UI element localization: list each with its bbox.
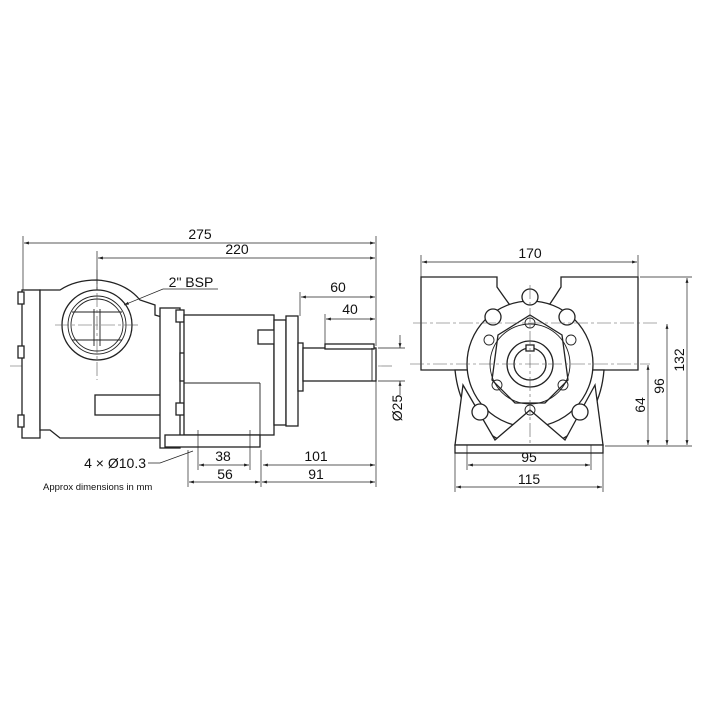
dim-label-40: 40 (342, 301, 358, 317)
bolt-head (175, 402, 185, 416)
front-cover (273, 319, 287, 426)
foot-base (454, 444, 604, 454)
dim-label-64: 64 (632, 397, 648, 413)
nut (471, 403, 489, 421)
holes-leader (148, 450, 194, 464)
end-view (410, 276, 660, 454)
dim-label-91: 91 (308, 466, 324, 482)
screw-icon (565, 334, 577, 346)
dim-label-60: 60 (330, 279, 346, 295)
mount-holes-label: 4 × Ø10.3 (84, 455, 146, 471)
dim-label-115: 115 (518, 471, 541, 487)
bolt-hole (491, 379, 503, 391)
dim-label-220: 220 (225, 241, 249, 257)
nut (484, 308, 502, 326)
side-view (10, 270, 395, 449)
bolt-head (17, 291, 25, 305)
dim-label-56: 56 (217, 466, 233, 482)
dim-label-132: 132 (671, 348, 687, 372)
end-flange (21, 289, 41, 439)
body-rib (94, 394, 166, 416)
shaft-key (324, 343, 375, 350)
dim-label-275: 275 (188, 226, 212, 242)
mounting-foot (164, 434, 261, 448)
dim-label-38: 38 (215, 448, 231, 464)
screw-icon (483, 334, 495, 346)
drive-shaft (302, 347, 377, 382)
dim-label-shaft-diameter: Ø25 (389, 395, 405, 422)
bolt-head (17, 414, 25, 428)
bolt-head (17, 345, 25, 359)
dim-label-95: 95 (521, 449, 537, 465)
port-leader (123, 288, 218, 306)
housing-flange (159, 307, 181, 449)
bolt-head (175, 309, 185, 323)
dim-label-170: 170 (518, 245, 542, 261)
dim-label-96: 96 (651, 378, 667, 394)
end-view-dimensions: 170 132 96 64 95 115 (420, 245, 692, 492)
dim-label-101: 101 (304, 448, 328, 464)
inlet-port (55, 270, 140, 380)
drive-flange (285, 315, 299, 427)
seal (297, 342, 304, 392)
nut (571, 403, 589, 421)
bolt-hole (557, 379, 569, 391)
port-size-label: 2" BSP (169, 274, 214, 290)
nut (558, 308, 576, 326)
side-view-dimensions: 275 220 2" BSP 60 40 Ø25 4 × Ø10.3 38 10… (22, 226, 405, 493)
units-note: Approx dimensions in mm (43, 482, 152, 493)
